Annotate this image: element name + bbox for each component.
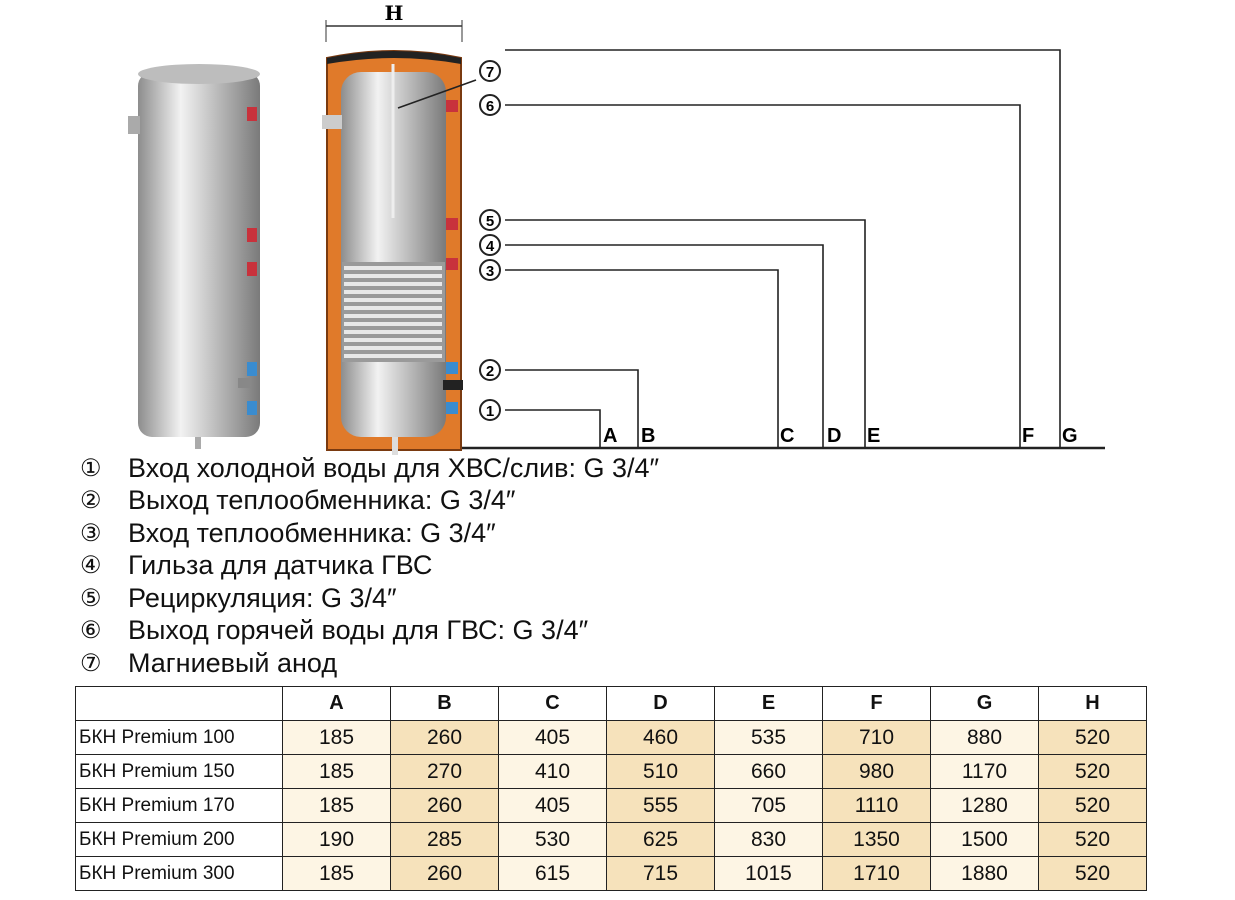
- callout-3: 3: [479, 259, 501, 281]
- model-name: БКН Premium 150: [75, 754, 283, 789]
- dimension-cell: 520: [1038, 720, 1147, 755]
- dimension-cell: 830: [714, 822, 823, 857]
- column-header-b: B: [390, 686, 499, 721]
- svg-text:6: 6: [486, 98, 494, 115]
- column-header-f: F: [822, 686, 931, 721]
- callout-4: 4: [479, 234, 501, 256]
- dimension-cell: 260: [390, 856, 499, 891]
- dimension-cell: 270: [390, 754, 499, 789]
- dimension-cell: 1280: [930, 788, 1039, 823]
- dimension-cell: 625: [606, 822, 715, 857]
- svg-text:1: 1: [486, 403, 494, 420]
- dimension-cell: 460: [606, 720, 715, 755]
- dimension-cell: 405: [498, 788, 607, 823]
- dimension-cell: 285: [390, 822, 499, 857]
- model-name: БКН Premium 100: [75, 720, 283, 755]
- dimension-cell: 185: [282, 720, 391, 755]
- dimension-cell: 1015: [714, 856, 823, 891]
- dimension-cell: 715: [606, 856, 715, 891]
- dimension-cell: 710: [822, 720, 931, 755]
- callout-7: 7: [479, 60, 501, 82]
- dim-label-e: E: [867, 425, 880, 447]
- dimension-cell: 260: [390, 788, 499, 823]
- column-header-d: D: [606, 686, 715, 721]
- callout-5: 5: [479, 209, 501, 231]
- dim-label-c: C: [780, 425, 794, 447]
- dim-label-b: B: [641, 425, 655, 447]
- dimension-cell: 705: [714, 788, 823, 823]
- tank-cutaway-view: H: [322, 1, 463, 455]
- svg-text:5: 5: [486, 213, 494, 230]
- dim-label-g: G: [1062, 425, 1078, 447]
- dimension-cell: 880: [930, 720, 1039, 755]
- dimension-cell: 1170: [930, 754, 1039, 789]
- svg-text:2: 2: [486, 363, 494, 380]
- dimension-cell: 1880: [930, 856, 1039, 891]
- dimension-cell: 555: [606, 788, 715, 823]
- callouts: 7 6 5 4 3 2 1: [479, 60, 501, 421]
- dimension-cell: 660: [714, 754, 823, 789]
- dimension-cell: 1500: [930, 822, 1039, 857]
- svg-text:3: 3: [486, 263, 494, 280]
- dimension-cell: 535: [714, 720, 823, 755]
- dimension-lines: [397, 49, 1105, 450]
- dimension-cell: 185: [282, 856, 391, 891]
- callout-2: 2: [479, 359, 501, 381]
- width-label: H: [385, 1, 404, 25]
- boiler-diagram: H: [128, 1, 1105, 455]
- dimension-labels: A B C D E F G: [603, 425, 1078, 447]
- dimension-cell: 410: [498, 754, 607, 789]
- dimension-cell: 185: [282, 788, 391, 823]
- dimension-cell: 1110: [822, 788, 931, 823]
- dimension-cell: 615: [498, 856, 607, 891]
- column-header-a: A: [282, 686, 391, 721]
- dimension-cell: 405: [498, 720, 607, 755]
- column-header-g: G: [930, 686, 1039, 721]
- dimension-cell: 190: [282, 822, 391, 857]
- model-name: БКН Premium 170: [75, 788, 283, 823]
- dimension-cell: 1350: [822, 822, 931, 857]
- dimension-cell: 510: [606, 754, 715, 789]
- dim-label-f: F: [1022, 425, 1034, 447]
- column-header-e: E: [714, 686, 823, 721]
- column-header-h: H: [1038, 686, 1147, 721]
- dimension-cell: 520: [1038, 788, 1147, 823]
- dimension-cell: 520: [1038, 754, 1147, 789]
- dimension-cell: 980: [822, 754, 931, 789]
- dim-label-a: A: [603, 425, 617, 447]
- dimension-cell: 185: [282, 754, 391, 789]
- column-header-c: C: [498, 686, 607, 721]
- dimension-cell: 1710: [822, 856, 931, 891]
- dimension-cell: 530: [498, 822, 607, 857]
- tank-exterior-view: [128, 64, 260, 449]
- dim-label-d: D: [827, 425, 841, 447]
- heat-exchanger-coil: [342, 262, 445, 362]
- callout-6: 6: [479, 94, 501, 116]
- svg-text:7: 7: [486, 64, 494, 81]
- svg-text:4: 4: [486, 238, 495, 255]
- callout-1: 1: [479, 399, 501, 421]
- model-name: БКН Premium 200: [75, 822, 283, 857]
- model-name: БКН Premium 300: [75, 856, 283, 891]
- dimension-cell: 520: [1038, 856, 1147, 891]
- dimension-cell: 520: [1038, 822, 1147, 857]
- dimension-cell: 260: [390, 720, 499, 755]
- table-corner-cell: [75, 686, 283, 721]
